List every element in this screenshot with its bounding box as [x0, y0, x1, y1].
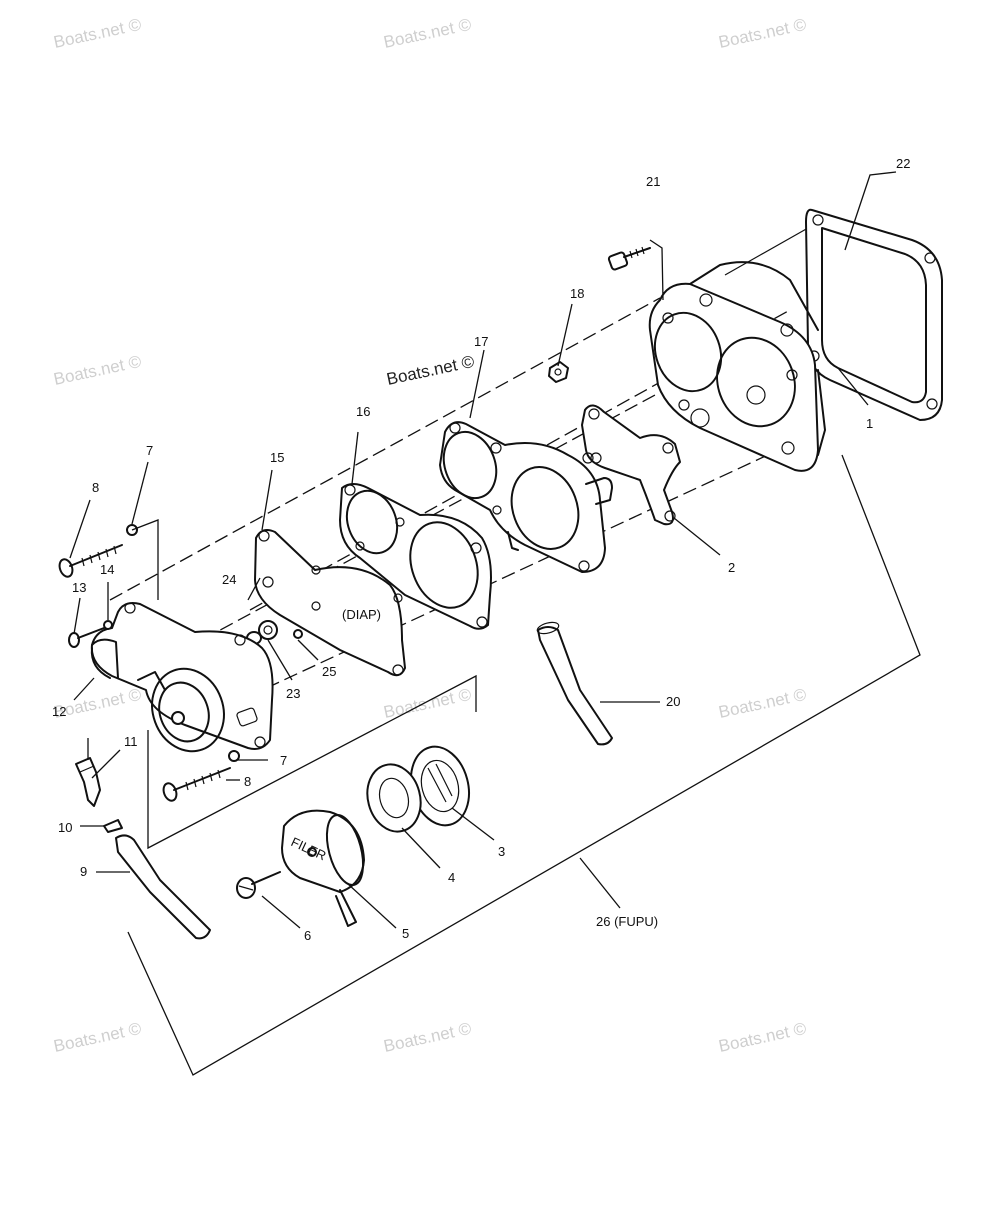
hose-20 — [536, 621, 613, 746]
hose-9 — [115, 834, 211, 940]
callout-17: 17 — [474, 334, 488, 349]
callout-2: 2 — [728, 560, 735, 575]
callout-26: 26 (FUPU) — [596, 914, 658, 929]
gasket-22 — [805, 208, 943, 421]
callout-9: 9 — [80, 864, 87, 879]
callout-3: 3 — [498, 844, 505, 859]
assembly-bracket-26 — [127, 454, 921, 1076]
watermark: Boats.net © — [717, 1019, 809, 1056]
screw-21 — [607, 239, 664, 301]
screw-8-top — [58, 544, 123, 578]
watermark: Boats.net © — [717, 685, 809, 722]
callout-8-bottom: 8 — [244, 774, 251, 789]
watermark: Boats.net © — [52, 15, 144, 52]
callout-24: 24 — [222, 572, 236, 587]
watermark: Boats.net © — [52, 1019, 144, 1056]
clip-10 — [103, 819, 123, 833]
diaphragm-label: (DIAP) — [342, 607, 381, 622]
pump-housing-12 — [90, 602, 274, 753]
callout-18: 18 — [570, 286, 584, 301]
bracket-line — [127, 454, 921, 1076]
callout-15: 15 — [270, 450, 284, 465]
callout-7-bottom: 7 — [280, 753, 287, 768]
watermark: Boats.net © — [382, 685, 474, 722]
callout-14: 14 — [100, 562, 114, 577]
alignment-line — [229, 439, 801, 706]
nut-18 — [548, 361, 569, 383]
watermark: Boats.net © — [382, 15, 474, 52]
screw-6 — [236, 871, 281, 899]
callouts: 1 2 3 4 5 6 7 7 8 8 9 10 11 12 13 14 15 … — [52, 156, 910, 943]
callout-13: 13 — [72, 580, 86, 595]
filter-screen-3 — [410, 745, 470, 827]
watermark-dark: Boats.net © — [385, 352, 477, 389]
alignment-line — [724, 227, 809, 276]
callout-20: 20 — [666, 694, 680, 709]
callout-11: 11 — [124, 734, 138, 749]
callout-5: 5 — [402, 926, 409, 941]
callout-21: 21 — [646, 174, 660, 189]
watermark: Boats.net © — [717, 15, 809, 52]
callout-25: 25 — [322, 664, 336, 679]
valve-plate-2 — [581, 404, 681, 526]
callout-12: 12 — [52, 704, 66, 719]
fitting-11 — [75, 757, 101, 807]
gasket-16 — [339, 483, 492, 630]
check-valve-parts — [246, 620, 303, 645]
watermark: Boats.net © — [382, 1019, 474, 1056]
callout-22: 22 — [896, 156, 910, 171]
callout-7-top: 7 — [146, 443, 153, 458]
callout-23: 23 — [286, 686, 300, 701]
filter-cover-5: FILER — [281, 809, 365, 927]
alignment-line — [109, 297, 661, 601]
watermark: Boats.net © — [52, 352, 144, 389]
pump-body-17 — [439, 421, 613, 573]
diaphragm-15: (DIAP) — [254, 529, 406, 677]
callout-6: 6 — [304, 928, 311, 943]
leader-lines — [69, 171, 897, 929]
callout-4: 4 — [448, 870, 455, 885]
pump-base-1 — [648, 261, 826, 472]
callout-1: 1 — [866, 416, 873, 431]
callout-16: 16 — [356, 404, 370, 419]
gasket-ring-4 — [366, 763, 422, 833]
screw-8-bottom — [162, 767, 231, 802]
callout-10: 10 — [58, 820, 72, 835]
callout-8-top: 8 — [92, 480, 99, 495]
